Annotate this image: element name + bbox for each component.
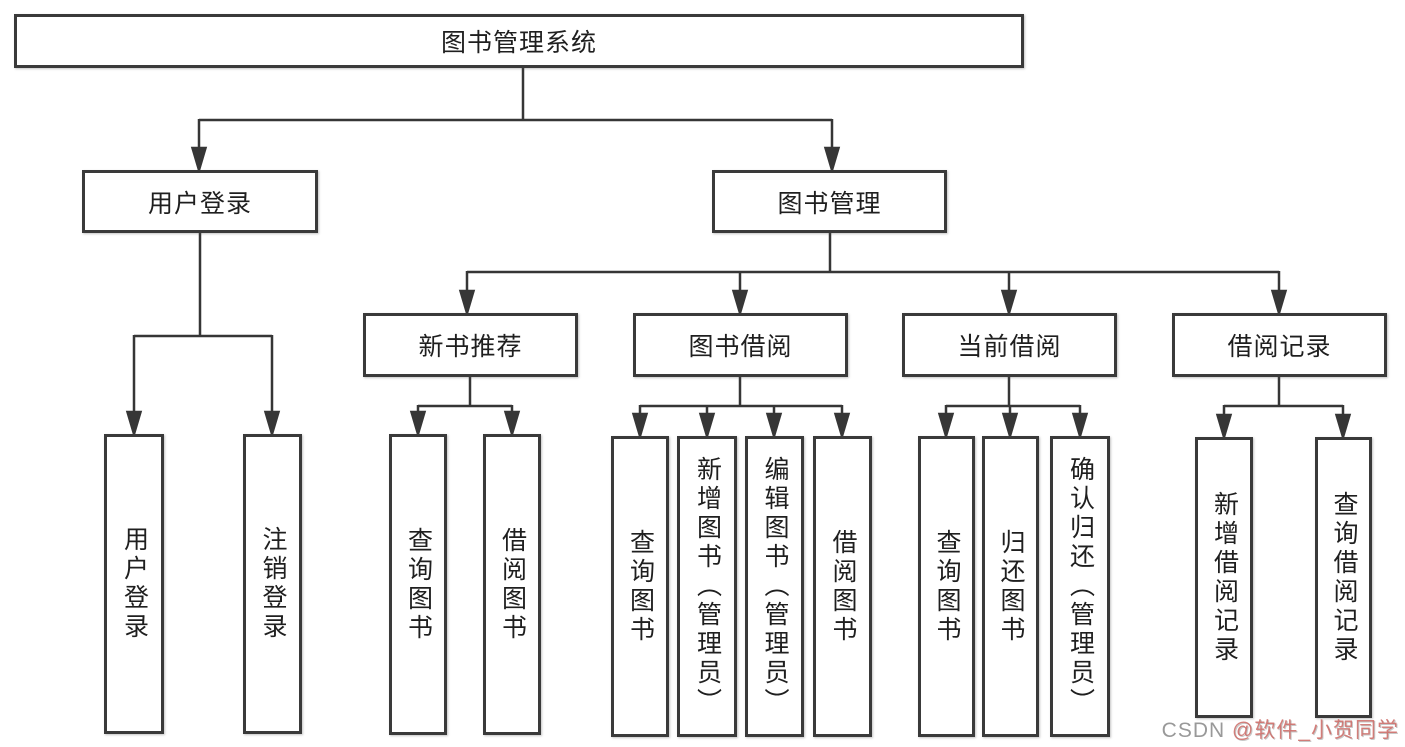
leaf-current-return-books: 归还图书 <box>982 436 1039 737</box>
leaf-current-confirm-return-admin: 确认归还（管理员） <box>1050 436 1110 737</box>
node-root-system: 图书管理系统 <box>14 14 1024 68</box>
leaf-logout-label: 注销登录 <box>259 526 287 642</box>
leaf-logout: 注销登录 <box>243 434 302 734</box>
leaf-borrow-edit-books-admin: 编辑图书（管理员） <box>745 436 804 737</box>
arrowhead-icon <box>503 410 521 439</box>
branch-root <box>190 68 841 175</box>
node-user-login-label: 用户登录 <box>147 189 252 218</box>
arrowhead-icon <box>1071 412 1089 441</box>
arrowhead-icon <box>1334 413 1352 442</box>
node-borrow-records-label: 借阅记录 <box>1227 333 1332 361</box>
leaf-borrow-edit-books-admin-label: 编辑图书（管理员） <box>761 456 789 717</box>
leaf-user-login: 用户登录 <box>104 434 164 734</box>
arrowhead-icon <box>937 412 955 441</box>
arrowhead-icon <box>1000 289 1018 318</box>
leaf-user-login-label: 用户登录 <box>120 526 149 642</box>
arrowhead-icon <box>190 146 208 175</box>
leaf-current-confirm-return-admin-label: 确认归还（管理员） <box>1066 456 1095 717</box>
arrowhead-icon <box>1001 412 1019 441</box>
leaf-recommend-query-books-label: 查询图书 <box>404 526 433 643</box>
leaf-records-query-record-label: 查询借阅记录 <box>1330 490 1358 665</box>
branch-records <box>1215 377 1352 442</box>
branch-user-login <box>125 233 281 439</box>
leaf-recommend-borrow-books: 借阅图书 <box>483 434 541 735</box>
arrowhead-icon <box>698 412 716 441</box>
arrowhead-icon <box>1270 289 1288 318</box>
leaf-records-add-record: 新增借阅记录 <box>1195 437 1253 718</box>
csdn-watermark: CSDN @软件_小贺同学 <box>1162 714 1399 744</box>
leaf-borrow-borrow-books: 借阅图书 <box>813 436 872 737</box>
arrowhead-icon <box>125 410 143 439</box>
node-book-borrow: 图书借阅 <box>633 313 848 377</box>
node-book-borrow-label: 图书借阅 <box>688 333 793 361</box>
leaf-borrow-query-books-label: 查询图书 <box>626 528 655 645</box>
arrowhead-icon <box>1215 413 1233 442</box>
arrowhead-icon <box>731 289 749 318</box>
node-book-management: 图书管理 <box>712 170 947 233</box>
arrowhead-icon <box>765 412 783 441</box>
leaf-recommend-borrow-books-label: 借阅图书 <box>498 526 527 643</box>
node-borrow-records: 借阅记录 <box>1172 313 1387 377</box>
leaf-records-add-record-label: 新增借阅记录 <box>1210 490 1239 665</box>
branch-book-mgmt <box>458 233 1288 318</box>
node-book-management-label: 图书管理 <box>777 189 882 218</box>
leaf-current-query-books-label: 查询图书 <box>933 528 961 645</box>
branch-current <box>937 377 1089 441</box>
branch-borrow <box>631 377 851 441</box>
branch-new-rec <box>409 377 521 439</box>
leaf-borrow-borrow-books-label: 借阅图书 <box>829 528 857 645</box>
leaf-current-query-books: 查询图书 <box>918 436 975 737</box>
arrowhead-icon <box>409 410 427 439</box>
leaf-borrow-query-books: 查询图书 <box>611 436 669 737</box>
leaf-records-query-record: 查询借阅记录 <box>1315 437 1372 718</box>
node-new-book-recommend: 新书推荐 <box>363 313 578 377</box>
csdn-watermark-prefix: CSDN <box>1161 719 1232 742</box>
node-current-borrow-label: 当前借阅 <box>957 333 1062 361</box>
leaf-recommend-query-books: 查询图书 <box>389 434 447 735</box>
arrowhead-icon <box>833 412 851 441</box>
arrowhead-icon <box>263 410 281 439</box>
node-root-label: 图书管理系统 <box>440 29 597 57</box>
leaf-borrow-add-books-admin: 新增图书（管理员） <box>677 436 737 737</box>
leaf-current-return-books-label: 归还图书 <box>997 528 1025 645</box>
node-current-borrow: 当前借阅 <box>902 313 1117 377</box>
arrowhead-icon <box>823 146 841 175</box>
node-user-login: 用户登录 <box>82 170 318 233</box>
leaf-borrow-add-books-admin-label: 新增图书（管理员） <box>693 456 722 717</box>
node-new-book-recommend-label: 新书推荐 <box>418 333 523 361</box>
arrowhead-icon <box>458 289 476 318</box>
arrowhead-icon <box>631 412 649 441</box>
csdn-watermark-handle: @软件_小贺同学 <box>1232 719 1399 742</box>
